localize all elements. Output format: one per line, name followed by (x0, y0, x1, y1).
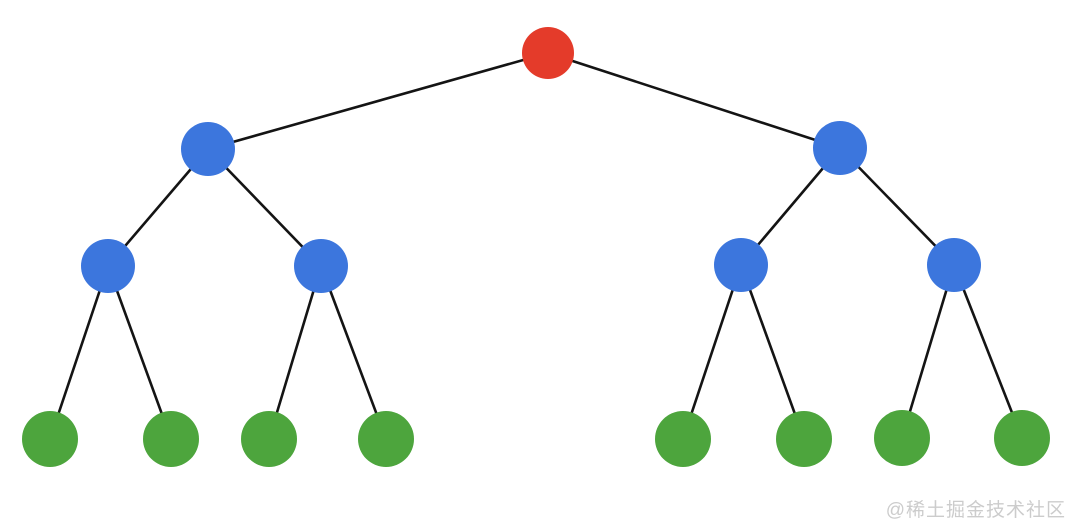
tree-edge-r-rr (838, 146, 956, 267)
tree-edge-root-l (206, 51, 550, 151)
watermark: @稀土掘金技术社区 (885, 500, 1066, 521)
tree-edge-rr-rrr (952, 263, 1024, 440)
tree-node-root-root (522, 27, 574, 79)
tree-node-rrr-leaf (994, 410, 1050, 466)
tree-edge-ll-llr (106, 264, 173, 441)
tree-edge-rl-rlr (739, 263, 806, 441)
tree-node-rr-internal (927, 238, 981, 292)
tree-node-rl-internal (714, 238, 768, 292)
tree-node-rrl-leaf (874, 410, 930, 466)
tree-edge-l-lr (206, 147, 323, 268)
tree-edge-rr-rrl (900, 263, 956, 440)
tree-node-ll-internal (81, 239, 135, 293)
tree-edge-lr-lrl (267, 264, 323, 441)
tree-node-llr-leaf (143, 411, 199, 467)
tree-edge-root-r (546, 51, 842, 150)
tree-node-r-internal (813, 121, 867, 175)
tree-edge-ll-lll (48, 264, 110, 441)
tree-edge-lr-lrr (319, 264, 388, 441)
tree-node-rll-leaf (655, 411, 711, 467)
tree-node-l-internal (181, 122, 235, 176)
tree-node-lrl-leaf (241, 411, 297, 467)
tree-node-lll-leaf (22, 411, 78, 467)
tree-node-lr-internal (294, 239, 348, 293)
tree-edge-rl-rll (681, 263, 743, 441)
tree-node-lrr-leaf (358, 411, 414, 467)
tree-node-rlr-leaf (776, 411, 832, 467)
